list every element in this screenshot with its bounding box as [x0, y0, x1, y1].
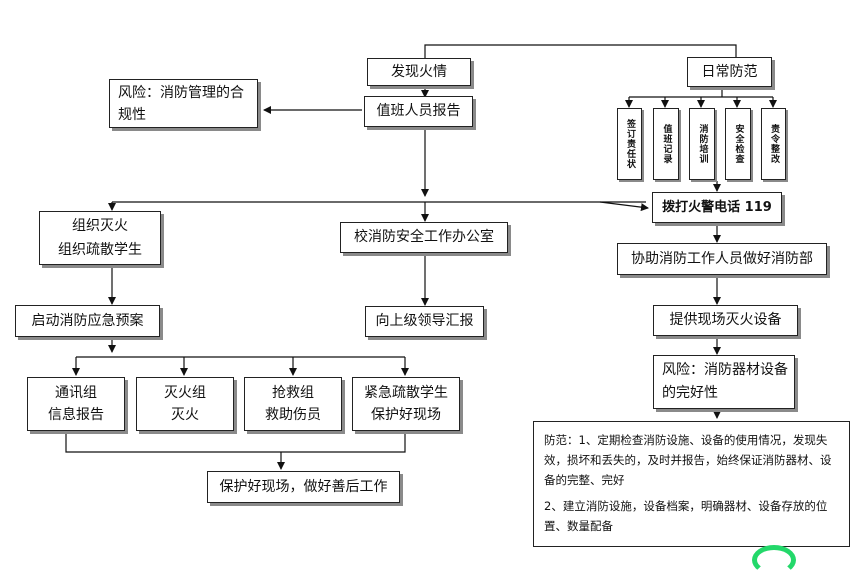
node-provide-equipment-label: 提供现场灭火设备: [669, 312, 782, 328]
node-assist-label: 协助消防工作人员做好消防部: [631, 250, 813, 267]
node-protect-site-label: 保护好现场，做好善后工作: [219, 478, 388, 495]
node-risk-equipment-label: 风险：消防器材设备 的完好性: [662, 362, 788, 401]
node-school-office: 校消防安全工作办公室: [340, 222, 508, 253]
node-group-fire: 灭火组 灭火: [136, 377, 234, 431]
node-organize: 组织灭火 组织疏散学生: [39, 211, 161, 265]
node-organize-label: 组织灭火 组织疏散学生: [58, 218, 142, 258]
node-sub-rectify: 责令整改: [761, 108, 786, 180]
node-group-rescue-label: 抢救组 救助伤员: [265, 385, 321, 423]
node-sub-training: 消防培训: [689, 108, 715, 180]
green-arc-mark: [752, 545, 796, 575]
prevention-notes: 防范：1、定期检查消防设施、设备的使用情况，发现失效，损坏和丢失的，及时并报告，…: [533, 421, 850, 547]
node-discover-fire: 发现火情: [367, 58, 471, 86]
node-risk-equipment: 风险：消防器材设备 的完好性: [653, 355, 795, 409]
node-group-rescue: 抢救组 救助伤员: [244, 377, 342, 431]
node-group-evac: 紧急疏散学生 保护好现场: [352, 377, 460, 431]
node-sub-responsibility: 签订责任状: [617, 108, 642, 180]
node-report-upper-label: 向上级领导汇报: [375, 313, 474, 329]
node-duty-report: 值班人员报告: [364, 96, 473, 127]
node-group-evac-label: 紧急疏散学生 保护好现场: [364, 385, 448, 423]
node-sub-inspection: 安全检查: [725, 108, 751, 180]
node-sub-inspection-label: 安全检查: [733, 124, 744, 164]
node-school-office-label: 校消防安全工作办公室: [354, 229, 494, 245]
node-sub-responsibility-label: 签订责任状: [625, 119, 635, 169]
node-provide-equipment: 提供现场灭火设备: [653, 305, 798, 336]
node-sub-training-label: 消防培训: [697, 124, 708, 164]
node-group-comm: 通讯组 信息报告: [27, 377, 125, 431]
connector-groups-bottom: [65, 432, 406, 453]
node-risk-management-label: 风险：消防管理的合 规性: [118, 84, 244, 123]
connector-top: [424, 44, 737, 60]
node-group-fire-label: 灭火组 灭火: [164, 385, 206, 423]
node-daily-prevention: 日常防范: [687, 57, 772, 87]
node-group-comm-label: 通讯组 信息报告: [48, 385, 104, 423]
node-sub-duty-record: 值班记录: [653, 108, 679, 180]
node-sub-rectify-label: 责令整改: [769, 124, 779, 164]
node-protect-site: 保护好现场，做好善后工作: [207, 471, 400, 503]
node-sub-duty-record-label: 值班记录: [661, 124, 672, 164]
node-daily-prevention-label: 日常防范: [701, 63, 758, 80]
prevention-note-1: 防范：1、定期检查消防设施、设备的使用情况，发现失效，损坏和丢失的，及时并报告，…: [544, 433, 832, 487]
node-discover-fire-label: 发现火情: [391, 63, 447, 80]
prevention-note-2: 2、建立消防设施，设备档案，明确器材、设备存放的位置、数量配备: [544, 499, 828, 533]
node-call-119-label: 拨打火警电话 119: [662, 200, 772, 215]
node-emergency-plan-label: 启动消防应急预案: [31, 312, 144, 329]
node-duty-report-label: 值班人员报告: [376, 103, 461, 119]
node-report-upper: 向上级领导汇报: [365, 306, 484, 337]
node-call-119: 拨打火警电话 119: [652, 192, 782, 223]
node-emergency-plan: 启动消防应急预案: [15, 305, 160, 337]
node-assist: 协助消防工作人员做好消防部: [617, 243, 827, 275]
arrow-to-call119: [599, 201, 649, 212]
node-risk-management: 风险：消防管理的合 规性: [109, 79, 258, 128]
connector-lines: [65, 44, 777, 470]
